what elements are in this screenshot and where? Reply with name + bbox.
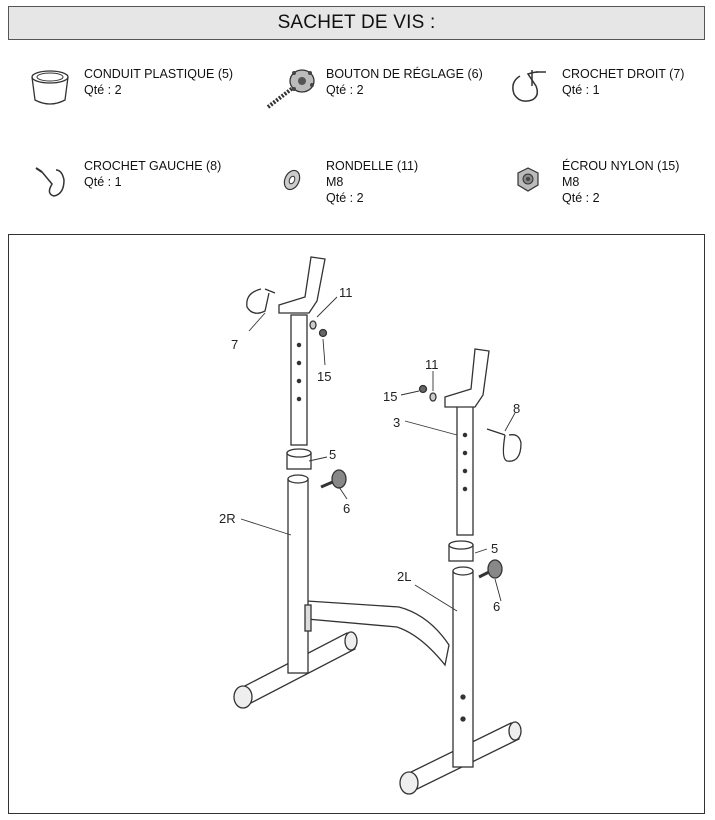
label-right-upright: 2R: [219, 511, 236, 526]
part-size: M8: [326, 175, 344, 189]
nylon-nut-icon: [498, 158, 558, 202]
label-left-upright: 2L: [397, 569, 411, 584]
assembly-diagram: 7 11 15 5 6 2R 11 15 3 8 5 2L 6: [8, 234, 705, 814]
washer-icon: [262, 158, 322, 202]
adjustment-knob-icon: [262, 66, 322, 110]
part-washer: RONDELLE (11) M8 Qté : 2: [262, 158, 418, 206]
label-right-hook: 7: [231, 337, 238, 352]
part-size: M8: [562, 175, 580, 189]
part-qty: Qté : 1: [562, 83, 600, 97]
part-name: CROCHET GAUCHE (8): [84, 159, 222, 173]
label-left-knob: 6: [493, 599, 500, 614]
part-name: BOUTON DE RÉGLAGE (6): [326, 67, 483, 81]
part-name: RONDELLE (11): [326, 159, 419, 173]
assembly-drawing: 7 11 15 5 6 2R 11 15 3 8 5 2L 6: [219, 256, 522, 795]
label-right-nut: 15: [317, 369, 331, 384]
part-qty: Qté : 2: [326, 191, 364, 205]
part-qty: Qté : 2: [326, 83, 364, 97]
label-right-sleeve: 5: [329, 447, 336, 462]
part-qty: Qté : 1: [84, 175, 122, 189]
label-left-post: 3: [393, 415, 400, 430]
part-plastic-sleeve: CONDUIT PLASTIQUE (5) Qté : 2: [20, 66, 233, 110]
screw-bag-header: SACHET DE VIS :: [8, 6, 705, 40]
part-nylon-nut: ÉCROU NYLON (15) M8 Qté : 2: [498, 158, 679, 206]
plastic-sleeve-icon: [20, 66, 80, 110]
label-left-washer: 11: [425, 357, 439, 372]
part-qty: Qté : 2: [84, 83, 122, 97]
label-left-hook: 8: [513, 401, 520, 416]
label-left-sleeve: 5: [491, 541, 498, 556]
label-right-washer: 11: [339, 285, 353, 300]
part-name: ÉCROU NYLON (15): [562, 159, 680, 173]
part-name: CROCHET DROIT (7): [562, 67, 685, 81]
part-left-hook: CROCHET GAUCHE (8) Qté : 1: [20, 158, 221, 202]
part-right-hook: CROCHET DROIT (7) Qté : 1: [498, 66, 684, 110]
part-name: CONDUIT PLASTIQUE (5): [84, 67, 234, 81]
right-hook-icon: [498, 66, 558, 110]
label-right-knob: 6: [343, 501, 350, 516]
part-adjustment-knob: BOUTON DE RÉGLAGE (6) Qté : 2: [262, 66, 483, 110]
left-hook-icon: [20, 158, 80, 202]
header-title: SACHET DE VIS :: [277, 12, 436, 33]
part-qty: Qté : 2: [562, 191, 600, 205]
label-left-nut: 15: [383, 389, 397, 404]
